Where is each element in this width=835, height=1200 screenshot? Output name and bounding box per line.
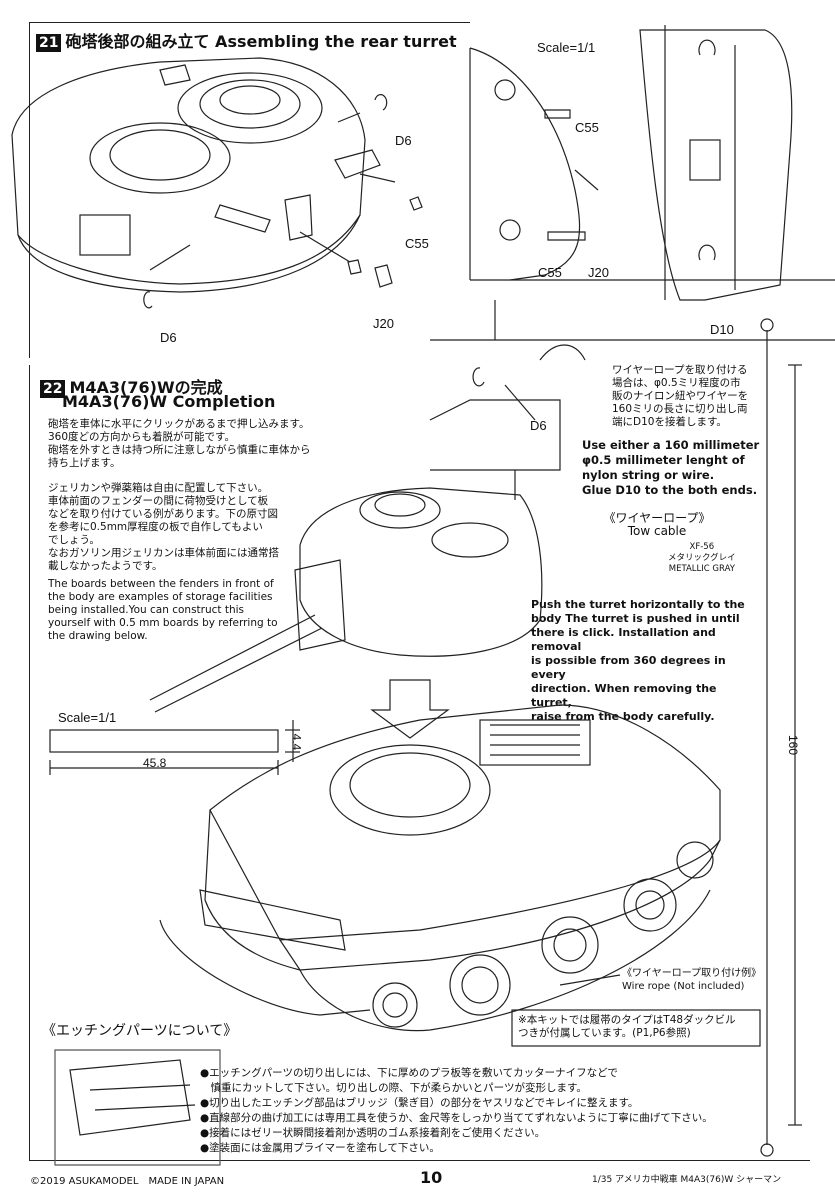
label-c55-a: C55 [405,236,429,251]
push-turret-text: Push the turret horizontally to the body… [531,598,745,723]
etching-notes: ●エッチングパーツの切り出しには、下に厚めのプラ板等を敷いてカッターナイフなどで… [200,1067,713,1154]
jp-turret-text: 砲塔を車体に水平にクリックがあるまで押し込みます。 360度どの方向からも着脱が… [48,418,311,469]
label-j20-a: J20 [373,316,394,331]
step22-panel [29,365,810,1161]
step21-scale: Scale=1/1 [537,40,596,55]
step21-panel [29,22,470,358]
footer-product: 1/35 アメリカ中戦車 M4A3(76)W シャーマン [592,1175,782,1185]
paint-spec: XF-56 メタリックグレイ METALLIC GRAY [668,542,736,574]
track-note: ※本キットでは履帯のタイプはT48ダックビル つきが付属しています。(P1,P6… [518,1014,736,1039]
wire-length: 160 [786,734,801,756]
label-c55-b: C55 [575,120,599,135]
wire-jp-text: ワイヤーロープを取り付ける 場合は、φ0.5ミリ程度の市 販のナイロン紐やワイヤ… [612,364,749,428]
dim-length: 45.8 [143,756,167,770]
tow-cable-title: 《ワイヤーロープ》 Tow cable [603,511,711,538]
label-d6-a: D6 [395,133,412,148]
dim-height: 4.4 [289,733,304,751]
etching-title: 《エッチングパーツについて》 [42,1023,238,1039]
jp-boards-text: ジェリカンや弾薬箱は自由に配置して下さい。 車体前面のフェンダーの間に荷物受けと… [48,482,279,572]
label-d6-b: D6 [160,330,177,345]
label-j20-b: J20 [588,265,609,280]
step21-number: 21 [36,34,62,52]
wire-en-text: Use either a 160 millimeter φ0.5 millime… [582,438,760,497]
page-number: 10 [420,1168,443,1187]
label-d6-c: D6 [530,418,547,433]
step21-title: 砲塔後部の組み立て Assembling the rear turret [65,32,457,51]
step22-number: 22 [40,380,66,398]
label-c55-c: C55 [538,265,562,280]
scale-board: Scale=1/1 [58,710,117,725]
step22-title-ja: M4A3(76)Wの完成 [69,378,223,397]
step22-title-en: M4A3(76)W Completion [62,392,276,411]
label-d10: D10 [710,322,734,337]
en-boards-text: The boards between the fenders in front … [48,578,278,642]
wire-example-label: 《ワイヤーロープ取り付け例》 Wire rope (Not included) [622,968,762,992]
footer-copyright: ©2019 ASUKAMODEL MADE IN JAPAN [30,1176,225,1187]
